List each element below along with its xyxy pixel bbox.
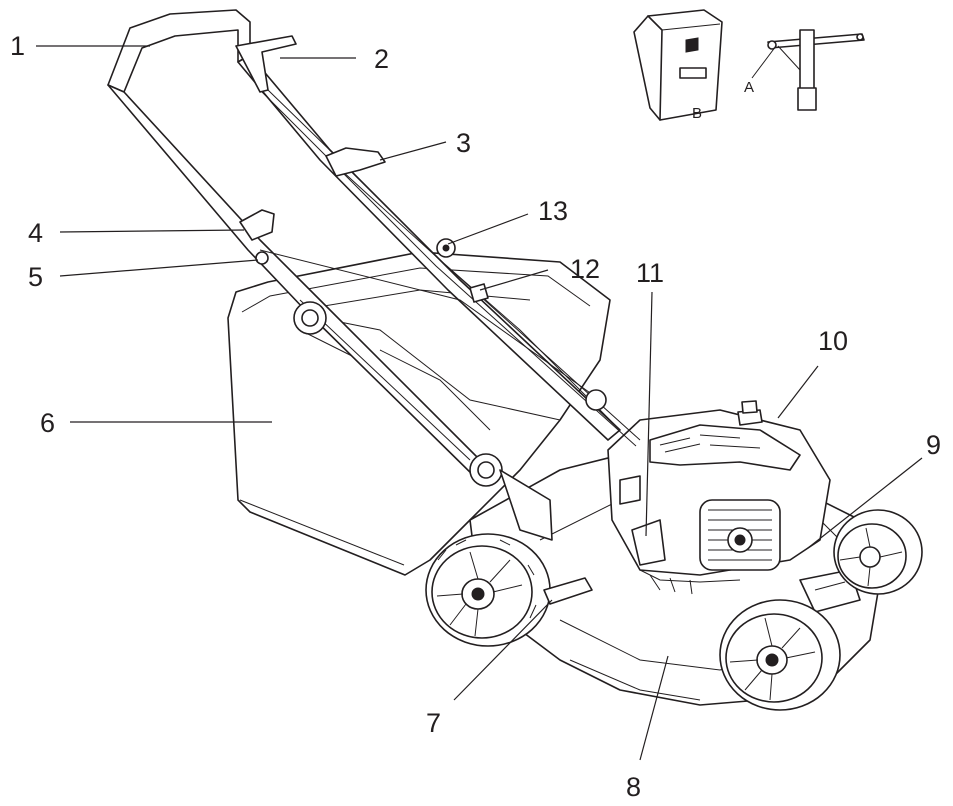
callout-11: 11 [636,258,664,288]
callout-6: 6 [40,408,55,438]
callout-labels: 1 2 3 4 5 6 7 8 9 10 11 12 13 A B [10,31,941,802]
front-wheel [719,599,841,711]
engine [607,400,831,595]
callout-13: 13 [538,196,568,226]
callout-2: 2 [374,44,389,74]
callout-3: 3 [456,128,471,158]
callout-10: 10 [818,326,848,356]
wrench-accessory-a [751,29,865,111]
callout-1: 1 [10,31,25,61]
callout-leaders [36,45,923,761]
callout-9: 9 [926,430,941,460]
callout-12: 12 [570,254,600,284]
callout-7: 7 [426,708,441,738]
label-a: A [744,79,754,96]
rear-right-wheel [833,509,923,595]
handle-assembly [107,9,641,605]
bag-accessory-b [633,9,723,121]
label-b: B [692,105,702,122]
callout-5: 5 [28,262,43,292]
callout-8: 8 [626,772,641,802]
callout-4: 4 [28,218,43,248]
rear-left-wheel [425,533,551,647]
